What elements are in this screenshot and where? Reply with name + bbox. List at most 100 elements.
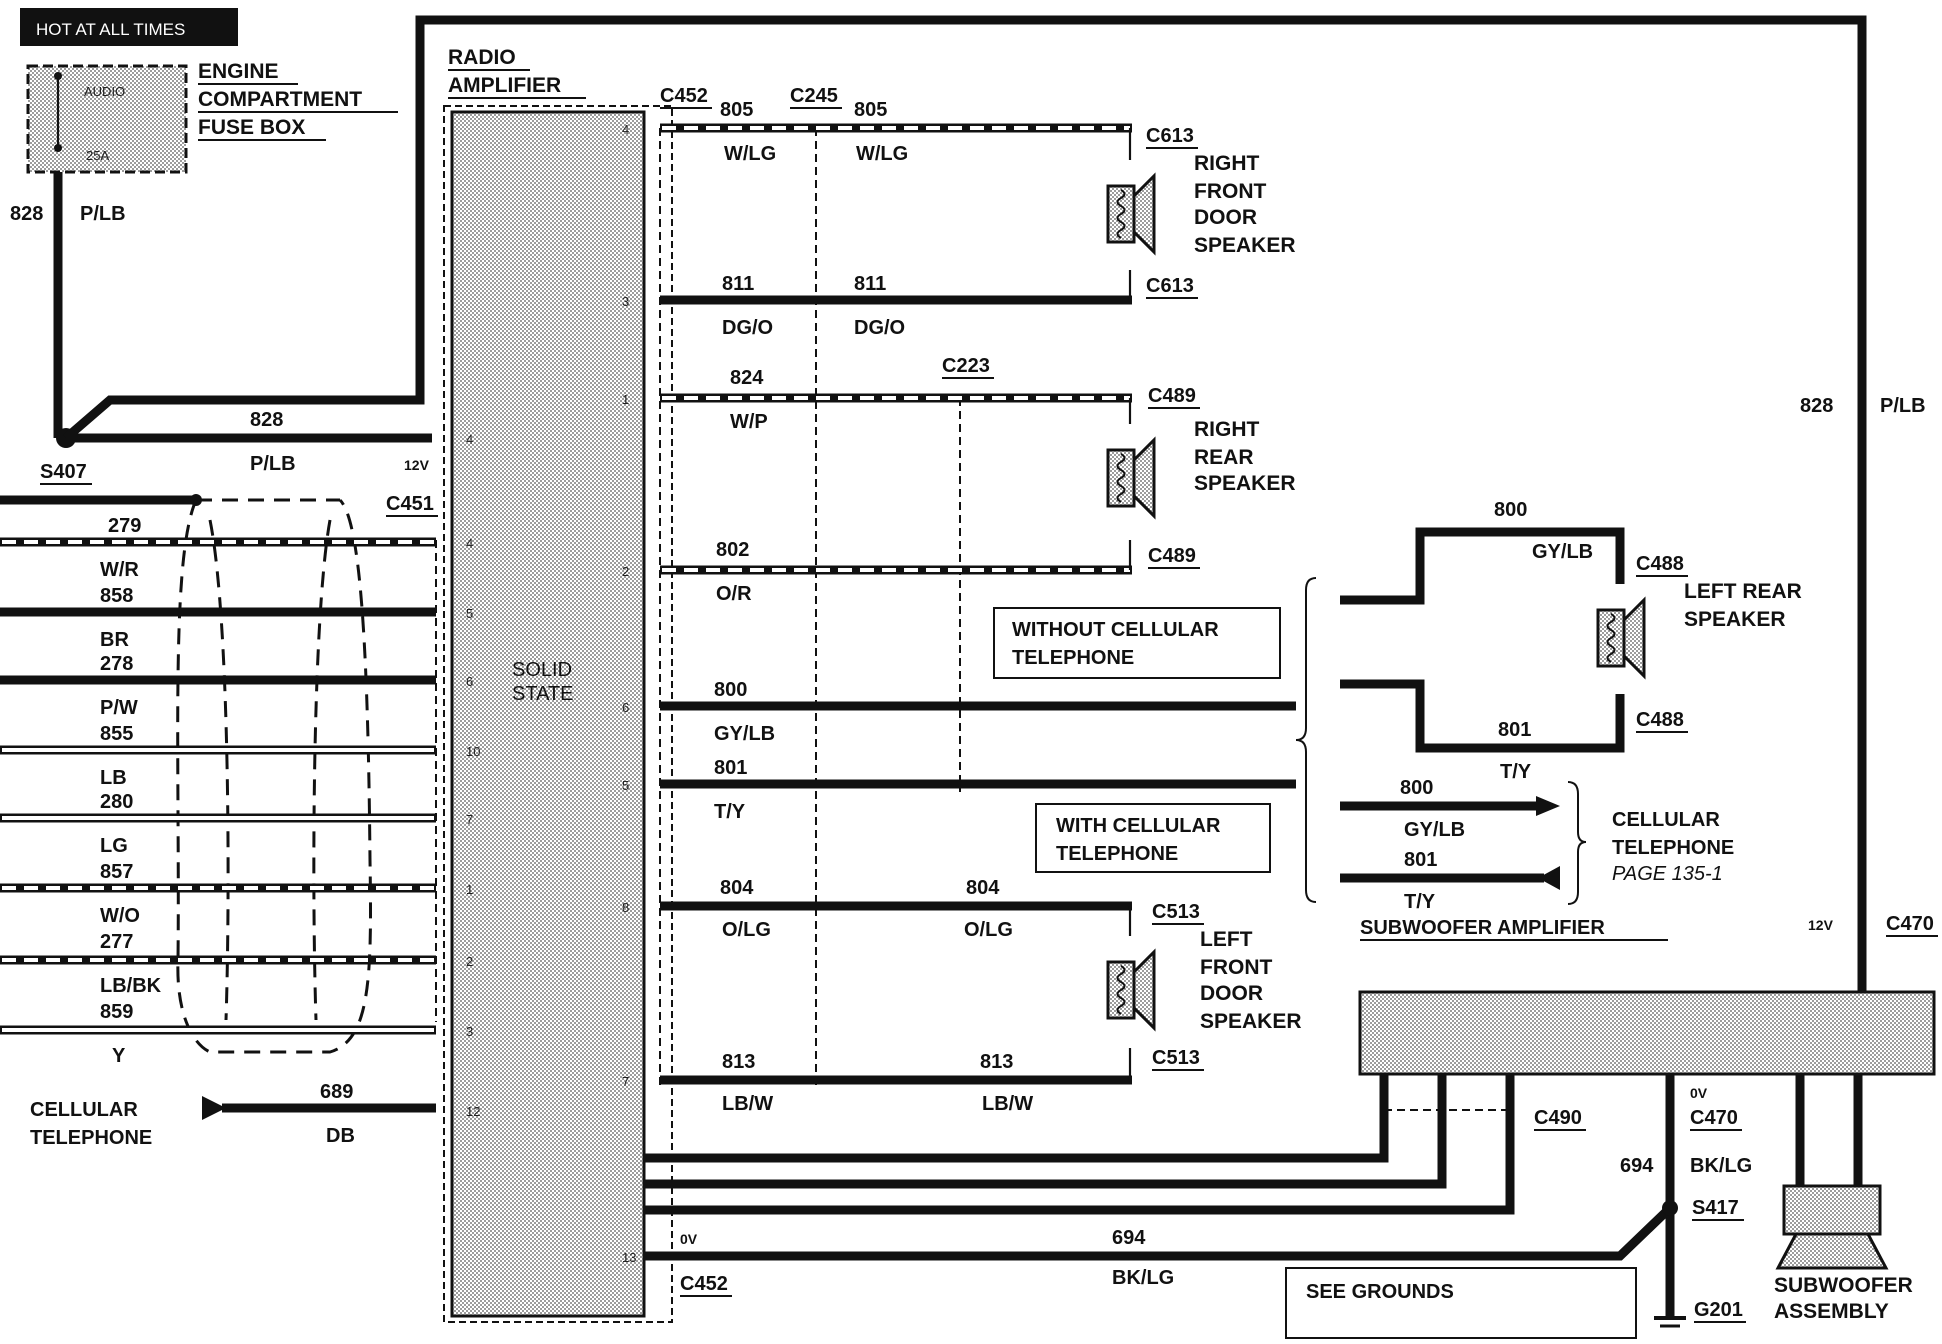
wire-813-num-b: 813	[980, 1051, 1013, 1073]
radio-amplifier	[450, 110, 646, 1318]
twisted-pair-shield-outer	[176, 498, 373, 1054]
cell-tel-page: PAGE 135-1	[1612, 863, 1723, 885]
circuit-824	[660, 393, 1132, 424]
harness-3-pin: 10	[466, 744, 480, 759]
wire-694-num: 694	[1112, 1227, 1146, 1249]
harness-5-num: 857	[100, 861, 133, 883]
left-front-door-speaker	[1106, 950, 1156, 1030]
fuse-box-title-3: FUSE BOX	[198, 116, 305, 139]
arrow-right-icon	[1536, 796, 1560, 816]
harness-7-pin: 3	[466, 1024, 473, 1039]
hot-at-all-times-banner	[20, 8, 238, 46]
amp-pin-6: 6	[622, 700, 629, 715]
amp-outline	[443, 105, 673, 1323]
with-cell-line-1: WITH CELLULAR	[1056, 815, 1221, 837]
amp-12v-label: 12V	[404, 457, 430, 473]
c613-top-label: C613	[1146, 125, 1194, 147]
amp-pin-5: 5	[622, 778, 629, 793]
s407-label: S407	[40, 461, 87, 483]
wire-813-color-b: LB/W	[982, 1093, 1033, 1115]
s417-label: S417	[1692, 1197, 1739, 1219]
hot-label: HOT AT ALL TIMES	[36, 20, 185, 39]
wire-801-lr-color: T/Y	[1500, 761, 1532, 783]
wire-811-color-b: DG/O	[854, 317, 905, 339]
c513-top-label: C513	[1152, 901, 1200, 923]
wire-828-loop	[63, 15, 1867, 1000]
wire-828-num-mid: 828	[250, 409, 283, 431]
sub-feed-2	[644, 1110, 1447, 1189]
without-cell-line-1: WITHOUT CELLULAR	[1012, 619, 1219, 641]
cell-tel-label-1: CELLULAR	[1612, 809, 1720, 831]
subwoofer-cone	[1775, 1232, 1889, 1270]
amp-state-1: SOLID	[512, 659, 572, 681]
fuse-amp-label: 25A	[86, 148, 109, 163]
left-rear-speaker	[1596, 598, 1646, 678]
with-cell-line-2: TELEPHONE	[1056, 843, 1178, 865]
right-front-door-speaker	[1106, 174, 1156, 254]
harness-6-pin: 2	[466, 954, 473, 969]
rf-speaker-label-1: RIGHT	[1194, 152, 1260, 175]
without-cell-line-2: TELEPHONE	[1012, 647, 1134, 669]
harness-2-pin: 6	[466, 674, 473, 689]
wire-800-lr-color: GY/LB	[1532, 541, 1593, 563]
circuit-802	[660, 540, 1132, 575]
circuit-694	[644, 1074, 1675, 1261]
harness-2-color: P/W	[100, 697, 138, 719]
wire-802-num: 802	[716, 539, 749, 561]
splice-s417	[1662, 1200, 1678, 1216]
harness-4-color: LG	[100, 835, 128, 857]
c470-0v-label: 0V	[1690, 1085, 1708, 1101]
amp-pin-3: 3	[622, 294, 629, 309]
harness-2-num: 278	[100, 653, 133, 675]
fuse-top-terminal	[54, 72, 62, 80]
without-cell-box	[993, 607, 1281, 679]
subwoofer-box	[1782, 1184, 1882, 1236]
wire-805-num-a: 805	[720, 99, 753, 121]
subwoofer-amplifier	[1358, 990, 1936, 1076]
rf-speaker-label-3: DOOR	[1194, 206, 1257, 229]
wire-801-lr-num: 801	[1498, 719, 1531, 741]
circuit-801-lr	[1340, 679, 1625, 753]
amp-pin-4-left: 4	[466, 432, 473, 447]
lf-speaker-label-3: DOOR	[1200, 982, 1263, 1005]
wire-804-num-a: 804	[720, 877, 754, 899]
circuit-805	[660, 123, 1132, 160]
harness-4-num: 280	[100, 791, 133, 813]
lf-speaker-label-2: FRONT	[1200, 956, 1272, 979]
harness-5-pin: 1	[466, 882, 473, 897]
c488-top-label: C488	[1636, 553, 1684, 575]
harness-6-color: LB/BK	[100, 975, 162, 997]
wire-801-color: T/Y	[714, 801, 746, 823]
lf-speaker-label-4: SPEAKER	[1200, 1010, 1302, 1033]
wire-694-num-right: 694	[1620, 1155, 1654, 1177]
wire-801-cell-num: 801	[1404, 849, 1437, 871]
wire-804-num-b: 804	[966, 877, 1000, 899]
c223-label: C223	[942, 355, 990, 377]
arrow-left-icon	[1538, 866, 1560, 890]
c452-top-label: C452	[660, 85, 708, 107]
wire-805-color-b: W/LG	[856, 143, 908, 165]
wire-800-num: 800	[714, 679, 747, 701]
harness-7-num: 859	[100, 1001, 133, 1023]
subwoofer-assembly-label-1: SUBWOOFER	[1774, 1274, 1913, 1297]
amp-pin-7: 7	[622, 1074, 629, 1089]
wire-805-color-a: W/LG	[724, 143, 776, 165]
c513-bottom-label: C513	[1152, 1047, 1200, 1069]
right-rear-speaker	[1106, 438, 1156, 518]
harness-7-color: Y	[112, 1045, 126, 1067]
wire-828-num-left: 828	[10, 203, 43, 225]
rr-speaker-label-2: REAR	[1194, 446, 1254, 469]
c490-label: C490	[1534, 1107, 1582, 1129]
harness-3-color: LB	[100, 767, 127, 789]
harness-3-num: 855	[100, 723, 133, 745]
fuse-box-title-1: ENGINE	[198, 60, 279, 83]
wire-811-color-a: DG/O	[722, 317, 773, 339]
wire-800-color: GY/LB	[714, 723, 775, 745]
ground-g201-icon	[1654, 1316, 1686, 1328]
option-brace	[1295, 577, 1317, 903]
amp-pin-13: 13	[622, 1250, 636, 1265]
c470-12v-label: 12V	[1808, 917, 1834, 933]
wire-813-color-a: LB/W	[722, 1093, 773, 1115]
amp-title-2: AMPLIFIER	[448, 74, 561, 97]
